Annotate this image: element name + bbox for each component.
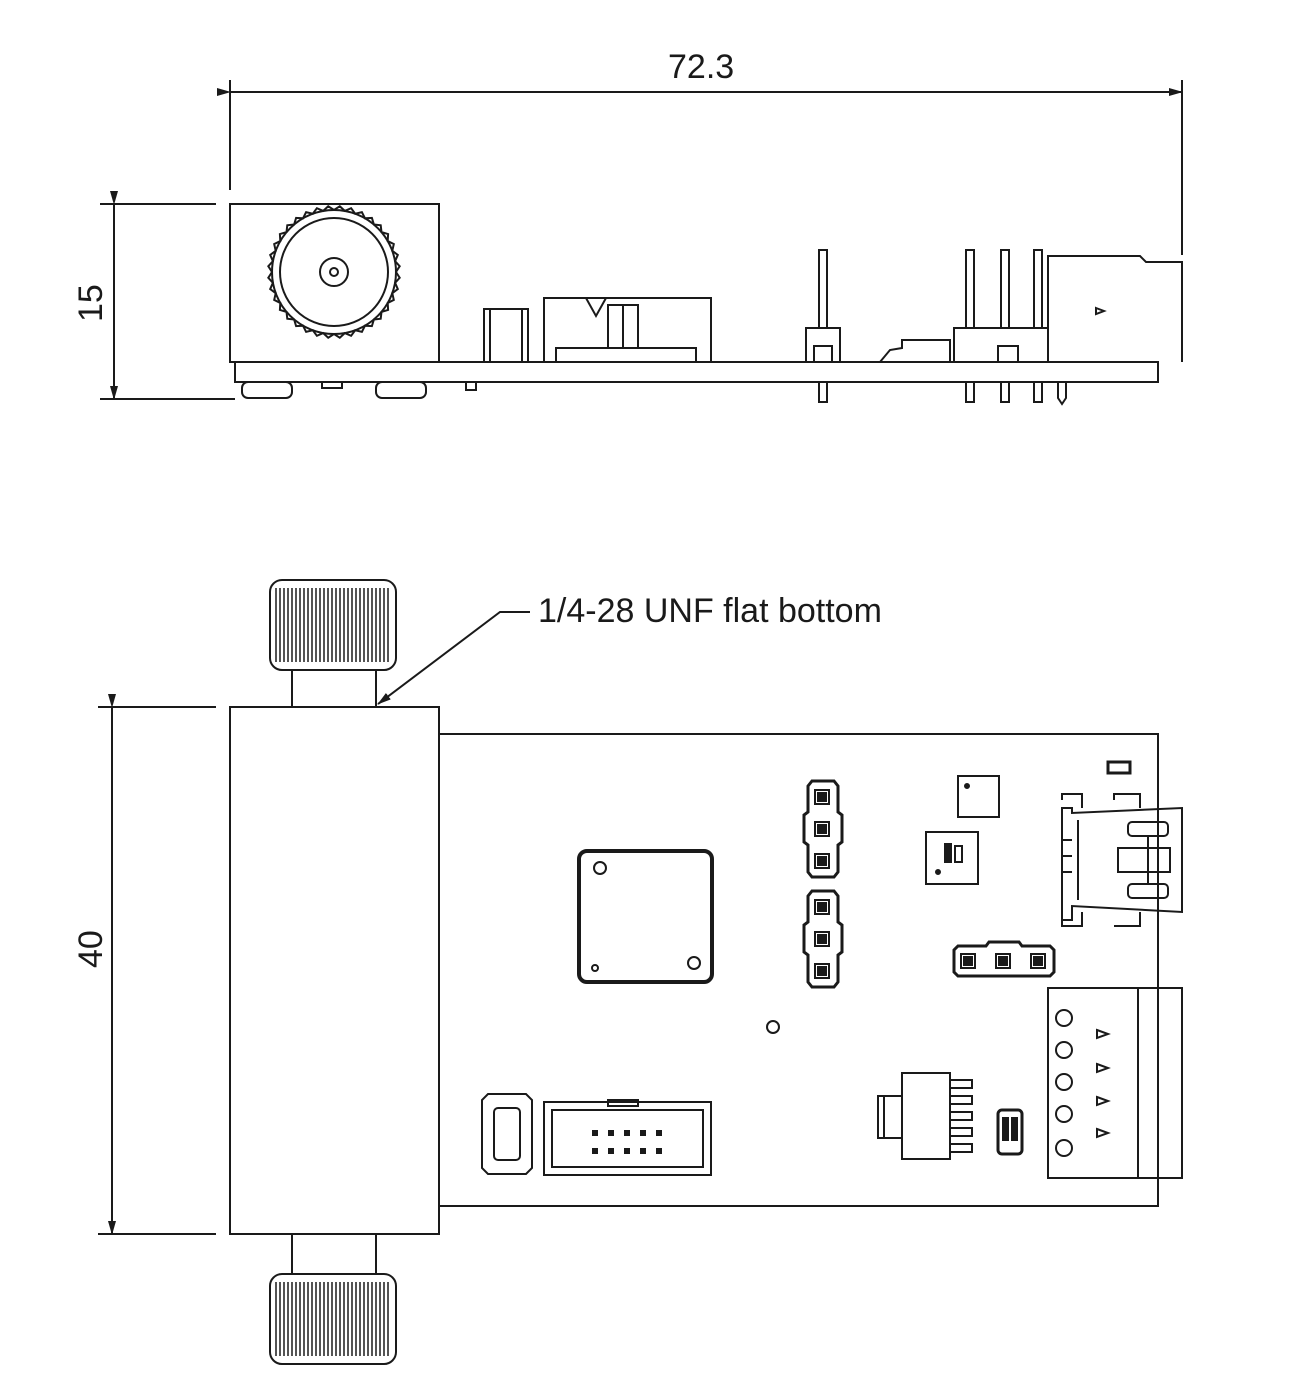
dim-length-label: 72.3 [668, 48, 735, 86]
idc-pin [608, 1148, 614, 1154]
idc-pin [608, 1130, 614, 1136]
dim-width-label: 40 [72, 930, 110, 968]
idc-pin [640, 1130, 646, 1136]
bottom-part-1 [241, 381, 293, 399]
pin-header-triple-side [953, 249, 1049, 403]
idc-pin [656, 1130, 662, 1136]
pcb-side [234, 361, 1159, 383]
usb-connector-side [1047, 255, 1183, 406]
idc-pin [624, 1130, 630, 1136]
idc-pin [592, 1148, 598, 1154]
port-note-leader [377, 611, 530, 705]
dim-length-lines [217, 80, 1183, 255]
smd-part-side [879, 339, 951, 363]
pin-header-vertical-2 [802, 889, 844, 989]
bottom-part-2 [375, 381, 427, 399]
capacitor-smd [996, 1108, 1024, 1156]
pin-header-vertical-1 [802, 779, 844, 879]
top-view [98, 579, 1183, 1365]
valve-body-side [229, 203, 440, 363]
mcu-chip [577, 849, 714, 984]
ic-chip-small [925, 831, 979, 885]
idc-pin [592, 1130, 598, 1136]
pin-header-horizontal [952, 940, 1056, 978]
dim-width-lines [98, 694, 216, 1235]
idc-header-top [543, 1099, 712, 1176]
usb-connector-top [1061, 793, 1183, 927]
voltage-regulator [877, 1072, 973, 1160]
fiducial [766, 1020, 780, 1034]
bottom-part-3 [321, 381, 343, 389]
idc-pin [640, 1148, 646, 1154]
knurled-knob-side [267, 205, 401, 339]
side-view [100, 80, 1183, 406]
idc-pin [656, 1148, 662, 1154]
terminal-block [1047, 987, 1183, 1179]
pcb-top [439, 733, 1159, 1207]
knurled-knob-bottom [269, 1233, 397, 1365]
knurled-knob-top [269, 579, 397, 708]
idc-pin [624, 1148, 630, 1154]
dim-height-label: 15 [72, 284, 110, 322]
led-top [1106, 760, 1132, 775]
push-button-top [481, 1093, 533, 1175]
valve-body-top [229, 706, 440, 1235]
bottom-part-4 [465, 381, 477, 391]
knurl-teeth [267, 205, 401, 339]
port-note-label: 1/4-28 UNF flat bottom [538, 592, 882, 630]
dim-height-lines [100, 191, 235, 400]
idc-header-side [543, 297, 712, 363]
pin-header-single-side [805, 249, 841, 403]
sensor-chip [957, 775, 1000, 818]
